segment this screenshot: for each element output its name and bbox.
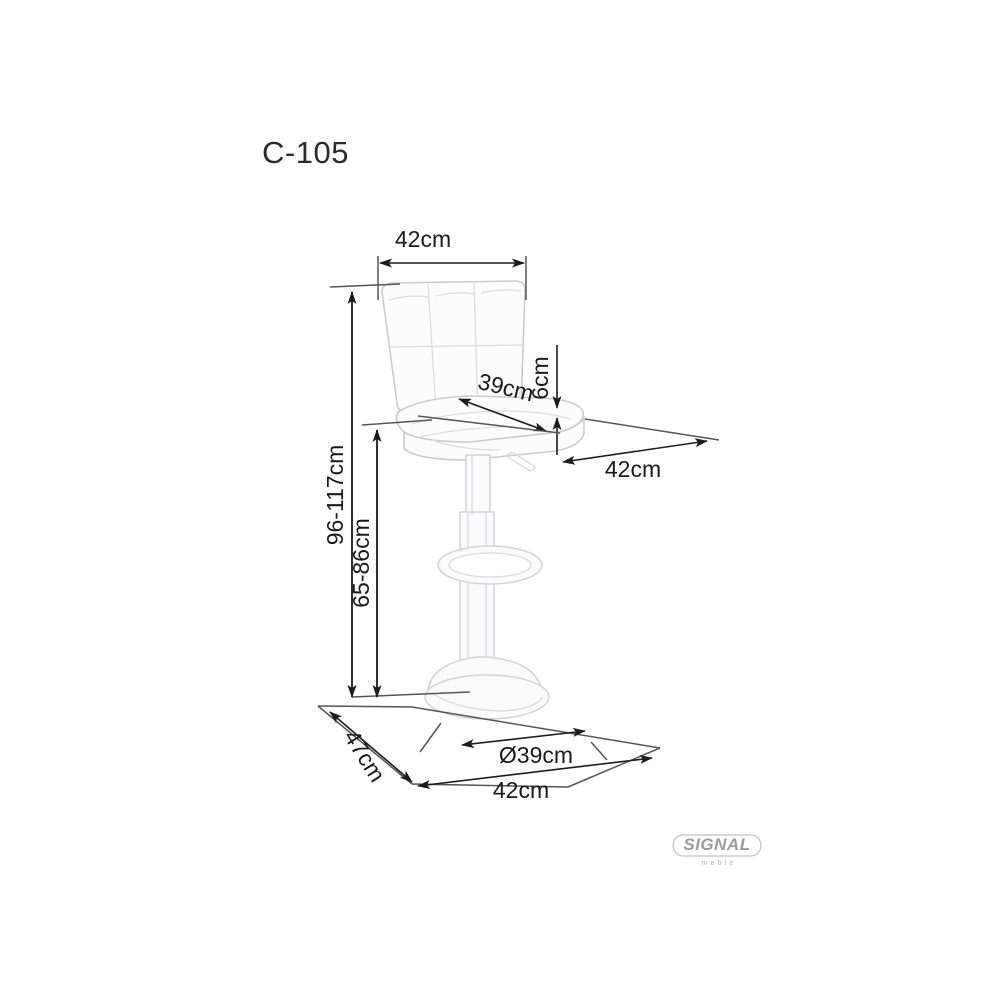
dimension-seat-thickness: 6cm [527,345,562,455]
dimension-label-back-width: 42cm [395,226,451,252]
dimension-label-footprint-depth: 47cm [339,725,391,786]
logo-tagline-text: meble [701,860,736,867]
brand-logo: SIGNAL meble [672,834,762,867]
dimension-footprint-depth: 47cm [329,711,413,787]
logo-brand-text: SIGNAL [683,835,750,854]
chair-base [424,656,550,720]
dimension-label-seat-height: 65-86cm [348,518,374,607]
dimension-base-diameter: Ø39cm [461,727,586,768]
dimension-back-width: 42cm [377,226,527,300]
gas-lift-lever [506,451,536,472]
page-title: C-105 [262,135,349,170]
dimension-label-total-height: 96-117cm [322,445,348,546]
logo-border [672,834,762,857]
dimension-label-footprint-width: 42cm [493,777,549,803]
dimension-label-seat-thickness: 6cm [527,356,553,399]
dimension-footprint-width: 42cm [417,754,653,803]
chair-column [459,454,495,681]
dimension-label-seat-width: 42cm [605,456,661,482]
dimension-seat-width: 42cm [417,415,720,482]
dimension-total-height: 96-117cm [322,283,471,698]
dimension-label-base-diameter: Ø39cm [499,742,573,768]
dimension-seat-height: 65-86cm [348,419,433,698]
chair-seat [395,395,585,461]
footrest-ring [437,545,543,585]
